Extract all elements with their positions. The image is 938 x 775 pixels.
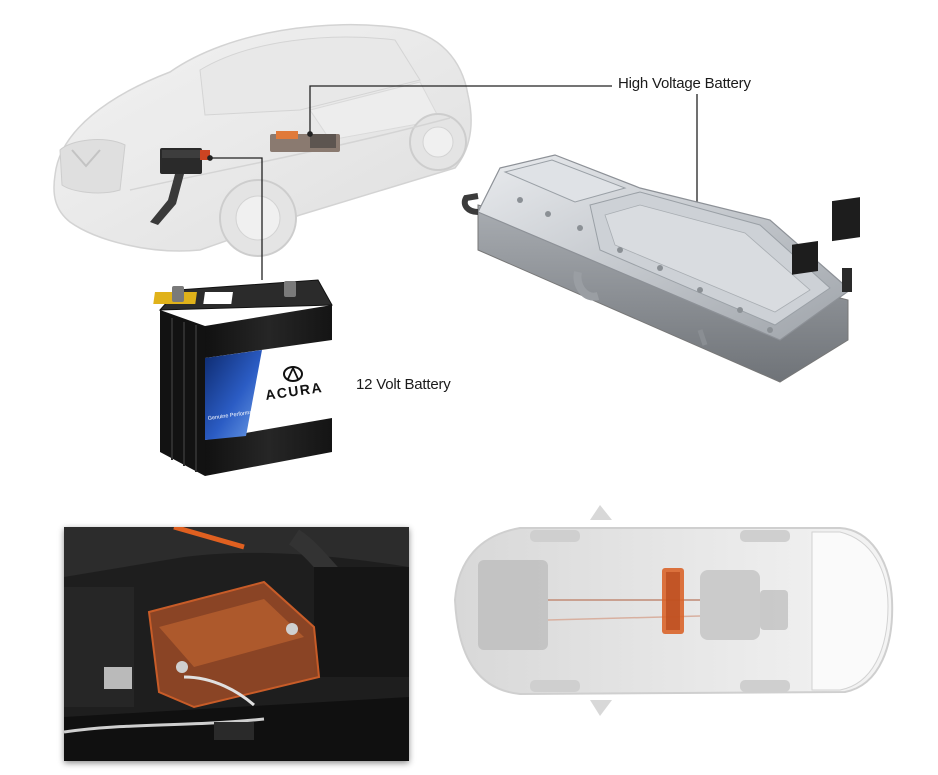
car-12v-battery-location bbox=[150, 148, 210, 225]
twelve-volt-battery: ACURA Genuine Performance bbox=[153, 279, 333, 476]
leader-lines bbox=[207, 85, 700, 280]
high-voltage-battery-pack bbox=[461, 154, 860, 383]
engine-bay-photo bbox=[64, 527, 409, 761]
car-hv-battery-location bbox=[270, 131, 340, 152]
high-voltage-battery-label: High Voltage Battery bbox=[618, 75, 751, 92]
twelve-volt-leader-line bbox=[210, 157, 263, 280]
acura-logo-icon bbox=[283, 365, 303, 382]
ghost-car-illustration bbox=[53, 23, 472, 257]
top-view-car-xray bbox=[453, 505, 894, 716]
engine-bay-illustration bbox=[64, 527, 409, 761]
hv-leader-line bbox=[309, 85, 612, 134]
twelve-volt-battery-label: 12 Volt Battery bbox=[356, 376, 451, 393]
